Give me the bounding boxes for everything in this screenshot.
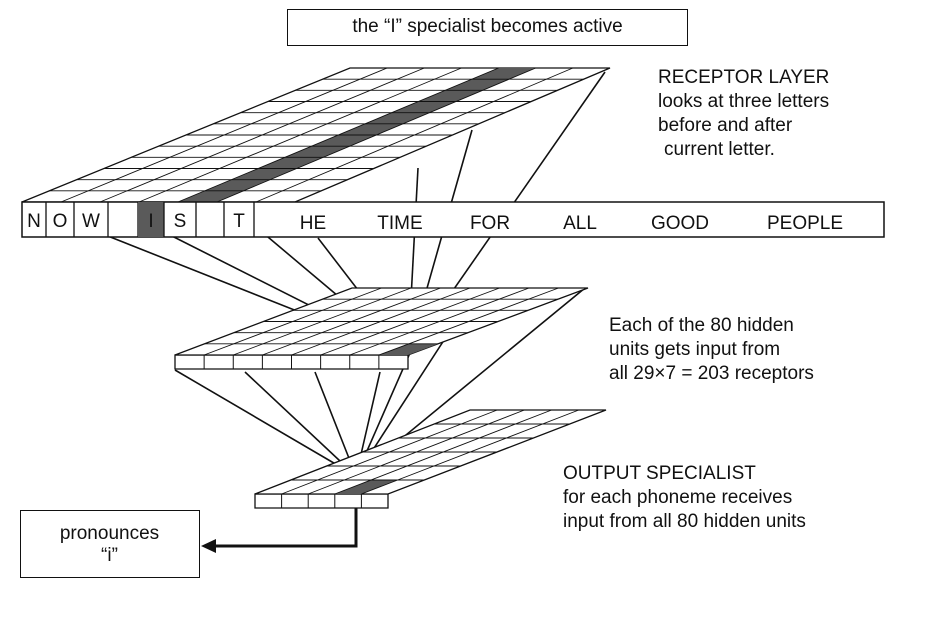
output-layer-title: OUTPUT SPECIALIST	[563, 463, 756, 484]
sentence-word: FOR	[470, 213, 510, 234]
hidden-layer-active-unit	[378, 343, 438, 355]
receptor-layer-title: RECEPTOR LAYER	[658, 67, 830, 88]
output-layer-grid	[254, 409, 607, 509]
sentence-word: ALL	[563, 213, 597, 234]
receptor-layer-desc-line: before and after	[658, 115, 793, 136]
active-specialist-callout: the “I” specialist becomes active	[287, 9, 688, 46]
window-letter: W	[82, 211, 100, 232]
receptor-layer-desc-line: current letter.	[664, 139, 775, 160]
output-layer-front-edge	[254, 493, 389, 509]
hidden-layer-desc-line: Each of the 80 hidden	[609, 315, 794, 336]
sentence-word: PEOPLE	[767, 213, 843, 234]
hidden-layer-desc-line: all 29×7 = 203 receptors	[609, 363, 814, 384]
output-layer-desc-line: for each phoneme receives	[563, 487, 793, 508]
output-layer-active-unit	[334, 480, 398, 494]
window-letter: O	[53, 211, 68, 232]
window-letter: T	[233, 211, 245, 232]
receptor-layer-desc-line: looks at three letters	[658, 91, 830, 112]
receptor-layer-grid	[21, 67, 611, 203]
active-letter-cell	[138, 202, 164, 237]
arrow-head	[201, 539, 216, 553]
pronounces-box: pronounces “i”	[20, 510, 200, 578]
connection-line	[174, 369, 357, 477]
sentence-word: TIME	[377, 213, 422, 234]
pronounced-phoneme: “i”	[101, 545, 118, 566]
arrow-shaft	[214, 508, 358, 548]
active-specialist-callout-text: the “I” specialist becomes active	[352, 16, 623, 37]
window-letter: N	[27, 211, 41, 232]
output-arrow	[201, 508, 358, 553]
sentence-word: GOOD	[651, 213, 709, 234]
window-letter: I	[148, 211, 153, 232]
hidden-layer-desc-line: units gets input from	[609, 339, 781, 360]
window-letter: S	[174, 211, 187, 232]
pronounces-text: pronounces	[59, 523, 160, 544]
text-strip-frame	[21, 201, 885, 238]
hidden-layer-grid	[174, 287, 589, 370]
connection-line	[244, 371, 357, 477]
sentence-word: HE	[300, 213, 326, 234]
output-layer-desc-line: input from all 80 hidden units	[563, 511, 806, 532]
